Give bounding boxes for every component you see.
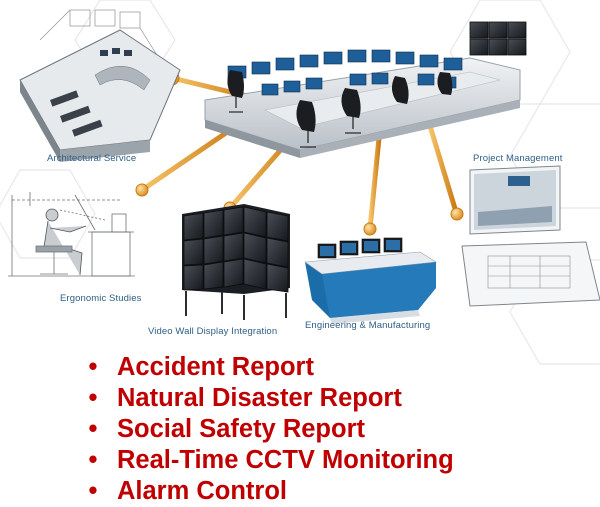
bullet-item: • Real-Time CCTV Monitoring — [84, 445, 454, 476]
bullet-dot: • — [88, 477, 98, 505]
bullet-item: • Natural Disaster Report — [84, 383, 454, 414]
engineering-console — [304, 237, 437, 324]
bullet-text: Alarm Control — [117, 477, 288, 505]
label-video-wall-integration: Video Wall Display Integration — [148, 326, 278, 337]
bullet-item: • Alarm Control — [84, 476, 454, 507]
project-management-renders — [461, 165, 600, 307]
bullet-dot: • — [88, 353, 98, 381]
bullet-text: Natural Disaster Report — [117, 384, 402, 412]
video-wall-small — [469, 21, 527, 56]
ergonomic-drawing — [8, 192, 135, 277]
label-architectural-service: Architectural Service — [47, 153, 137, 164]
control-room-console — [204, 21, 527, 158]
architectural-room — [19, 9, 181, 162]
bullet-item: • Accident Report — [84, 352, 454, 383]
label-engineering-manufacturing: Engineering & Manufacturing — [305, 320, 431, 331]
bullet-text: Real-Time CCTV Monitoring — [117, 446, 454, 474]
label-ergonomic-studies: Ergonomic Studies — [60, 293, 142, 304]
feature-bullet-list: • Accident Report • Natural Disaster Repor… — [84, 352, 454, 507]
bullet-text: Accident Report — [117, 353, 314, 381]
bullet-text: Social Safety Report — [117, 415, 365, 443]
bullet-item: • Social Safety Report — [84, 414, 454, 445]
bullet-dot: • — [88, 446, 98, 474]
label-project-management: Project Management — [473, 153, 563, 164]
bullet-dot: • — [88, 415, 98, 443]
video-wall-display — [182, 204, 290, 320]
bullet-dot: • — [88, 384, 98, 412]
